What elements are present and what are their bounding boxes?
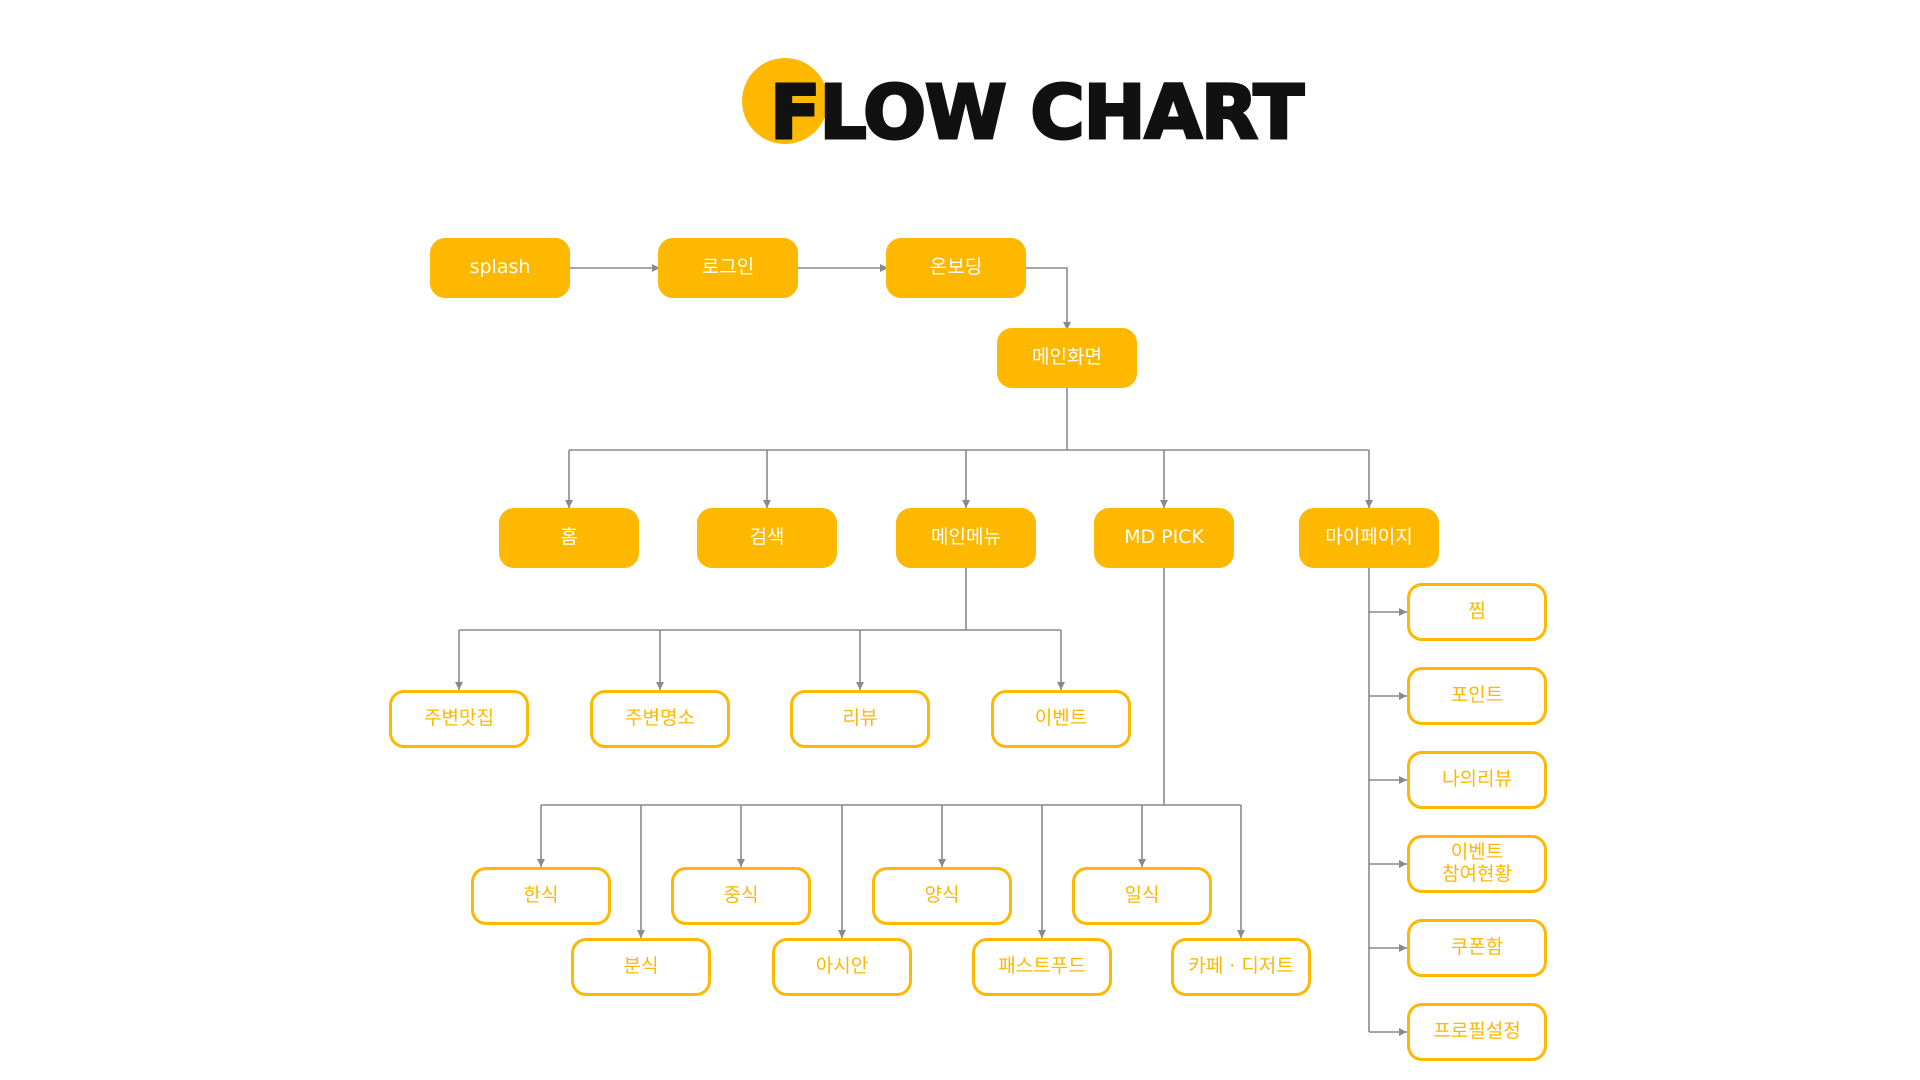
connector-mdpick-children [540,568,1242,938]
node-favorites: 찜 [1407,583,1547,641]
connector-main-level2 [568,388,1370,508]
node-event: 이벤트 [991,690,1131,748]
node-nearby-restaurants: 주변맛집 [389,690,529,748]
node-home: 홈 [499,508,639,568]
connector-mypage-children [1368,568,1407,1033]
node-japanese: 일식 [1072,867,1212,925]
node-cafe-dessert: 카페 · 디저트 [1171,938,1311,996]
node-snack: 분식 [571,938,711,996]
node-asian: 아시안 [772,938,912,996]
node-md-pick: MD PICK [1094,508,1234,568]
node-western: 양식 [872,867,1012,925]
node-main-menu: 메인메뉴 [896,508,1036,568]
node-profile-settings: 프로필설정 [1407,1003,1547,1061]
node-mypage: 마이페이지 [1299,508,1439,568]
node-korean: 한식 [471,867,611,925]
connector-onboarding-main [1026,267,1068,330]
title-area: FLOW CHART [0,0,1920,170]
node-event-participation: 이벤트 참여현황 [1407,835,1547,893]
node-login: 로그인 [658,238,798,298]
node-chinese: 중식 [671,867,811,925]
node-main-screen: 메인화면 [997,328,1137,388]
page-title: FLOW CHART [768,70,1305,156]
connector-mainmenu-children [458,568,1062,690]
title-accent-circle [742,58,828,144]
node-review: 리뷰 [790,690,930,748]
connector-arrowheads [455,264,1407,1036]
node-splash: splash [430,238,570,298]
node-my-reviews: 나의리뷰 [1407,751,1547,809]
node-points: 포인트 [1407,667,1547,725]
node-coupon-box: 쿠폰함 [1407,919,1547,977]
node-fastfood: 패스트푸드 [972,938,1112,996]
node-nearby-places: 주변명소 [590,690,730,748]
node-search: 검색 [697,508,837,568]
node-onboarding: 온보딩 [886,238,1026,298]
